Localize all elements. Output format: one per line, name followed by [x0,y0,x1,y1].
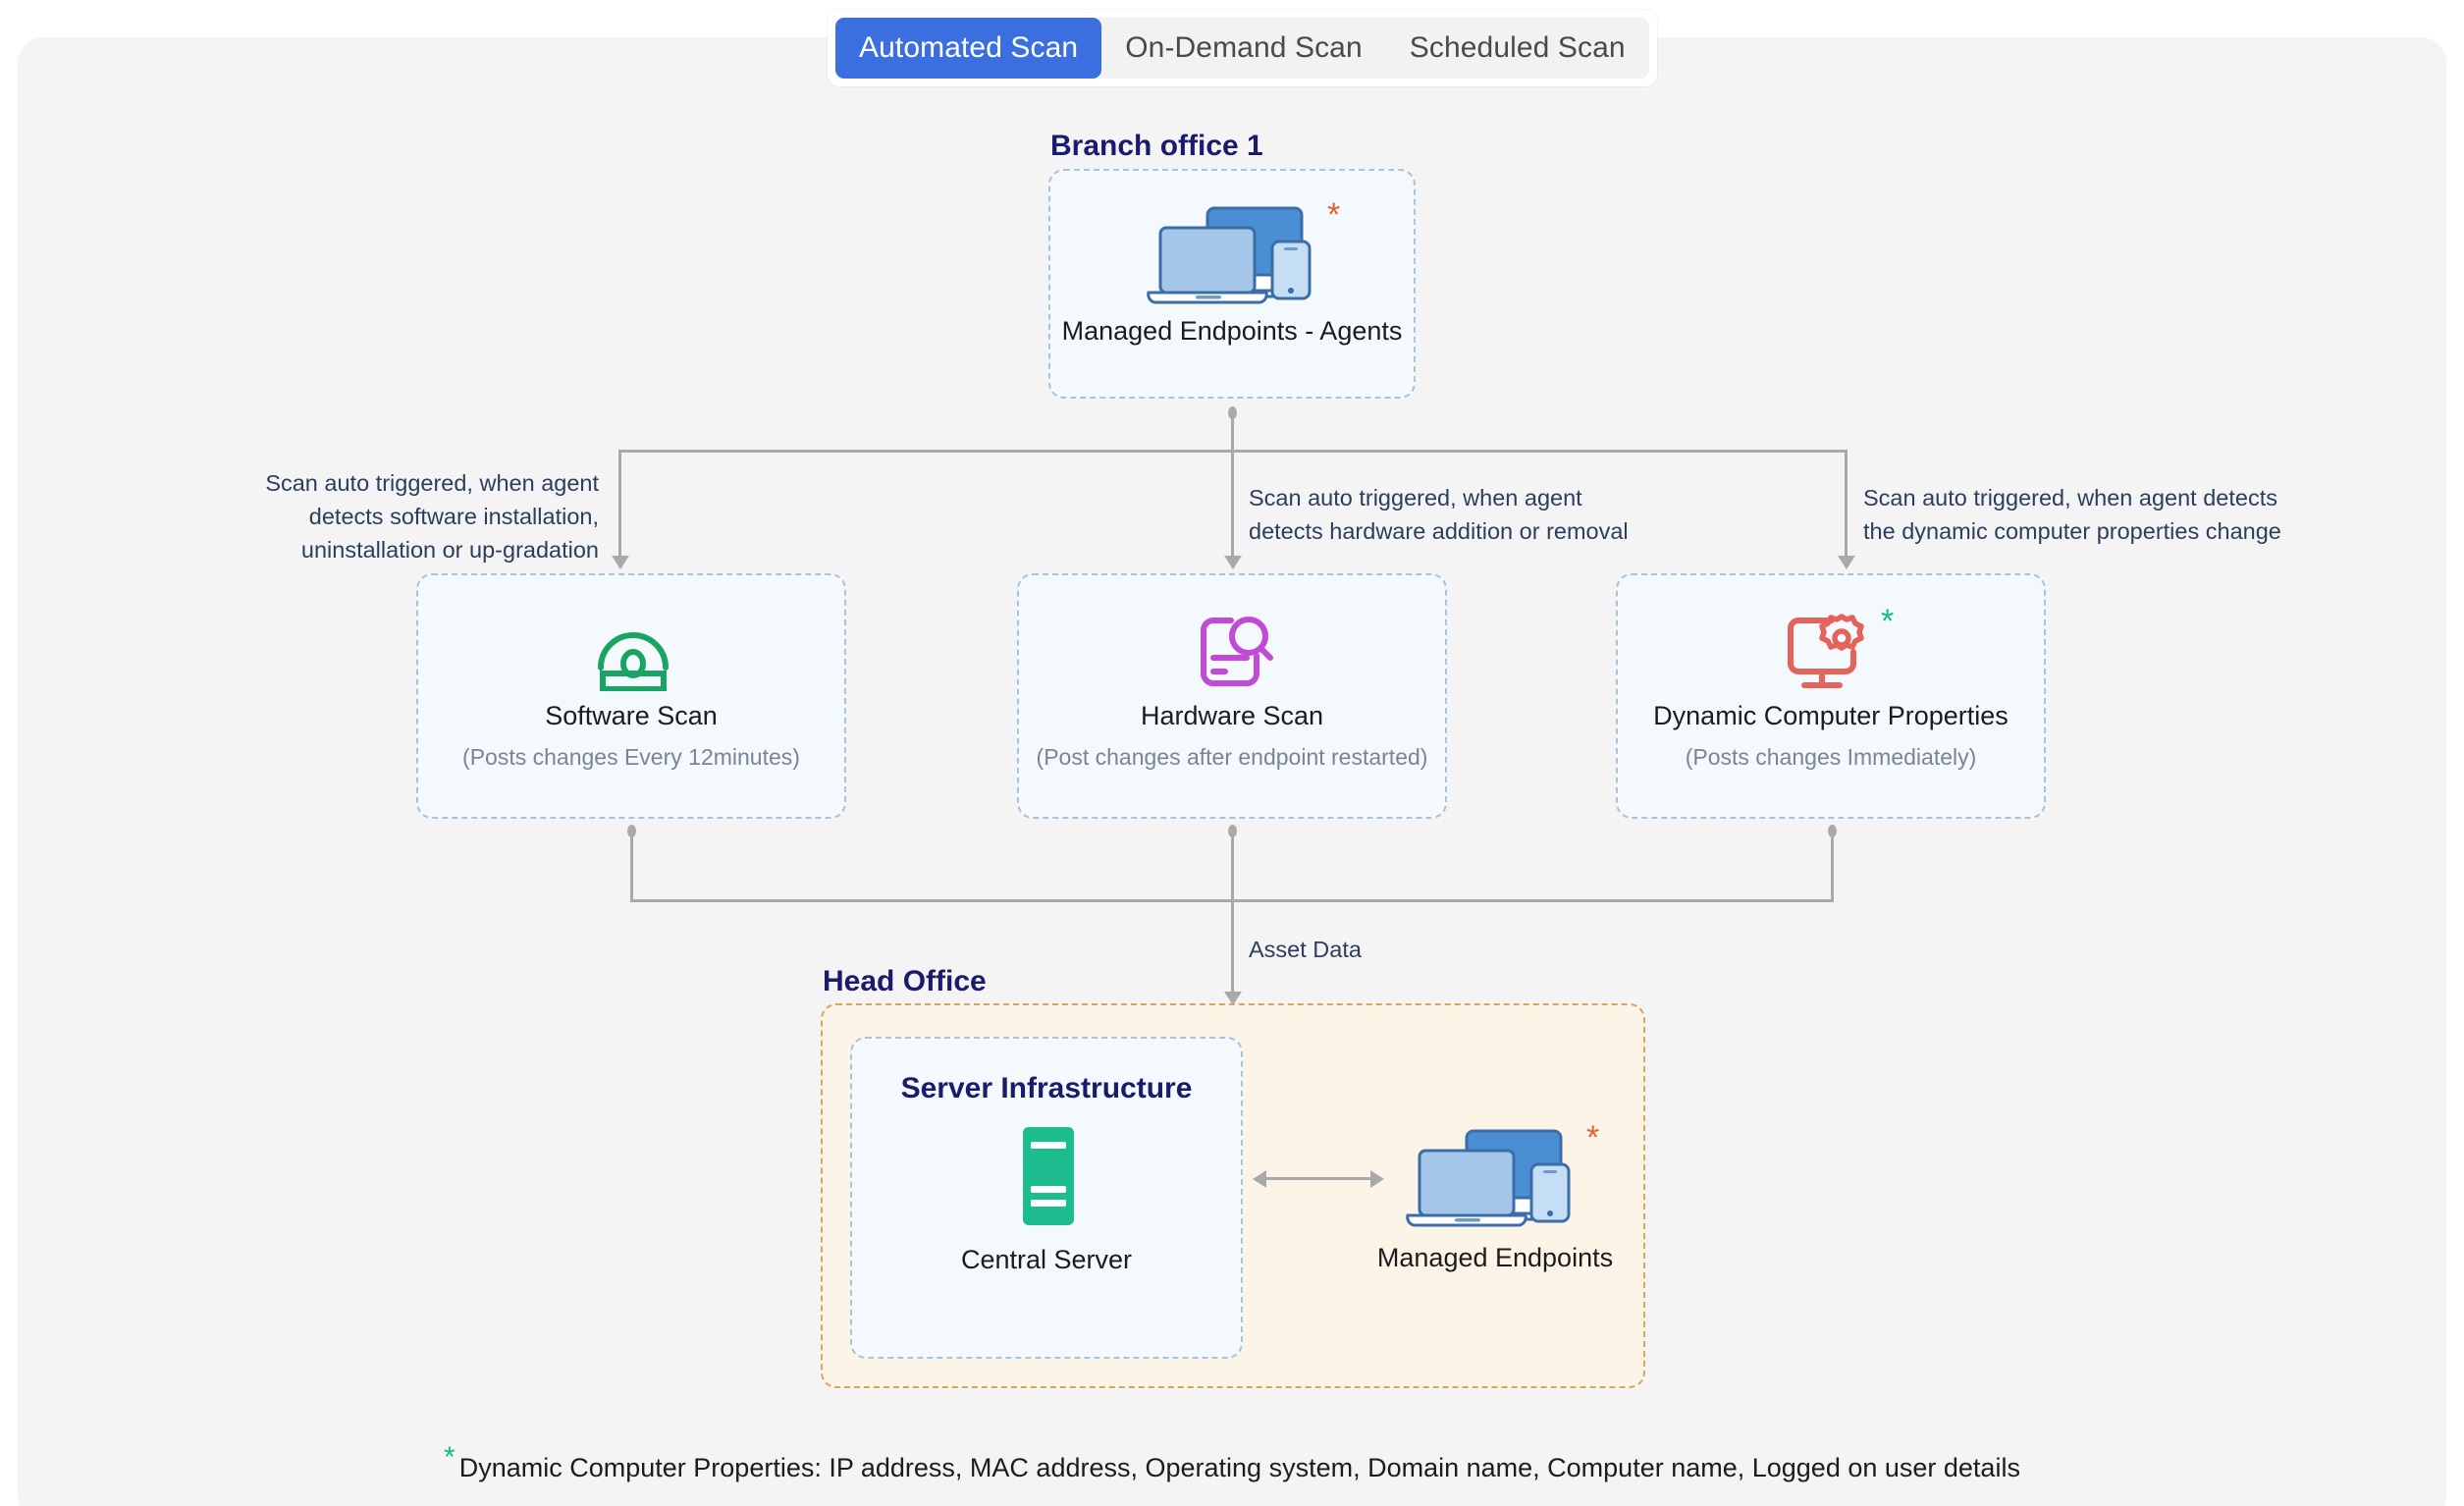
edge-label-software: Scan auto triggered, when agent detects … [265,470,599,564]
branch-office-title: Branch office 1 [1050,130,1263,162]
hardware-scan-box[interactable]: Hardware Scan (Post changes after endpoi… [1017,573,1447,819]
branch-endpoint-label: Managed Endpoints - Agents [1061,316,1403,346]
dynamic-properties-asterisk: * [1881,603,1895,640]
head-office-title: Head Office [823,965,987,997]
connector-left-drop [618,450,621,558]
tab-scheduled-scan[interactable]: Scheduled Scan [1409,31,1626,64]
server-tower-icon [1007,1125,1090,1227]
devices-cluster-icon [1406,1125,1580,1227]
arrowhead-hardware [1224,556,1242,569]
tab-automated-scan[interactable]: Automated Scan [835,18,1102,79]
connector-center-drop [1231,450,1234,558]
connector-dynamic-down [1831,829,1834,902]
devices-cluster-icon [1147,202,1321,304]
footnote-text: Dynamic Computer Properties: IP address,… [458,1453,2020,1482]
head-office-endpoint-asterisk: * [1586,1119,1600,1156]
software-scan-subtitle: (Posts changes Every 12minutes) [462,744,800,770]
software-scan-box[interactable]: Software Scan (Posts changes Every 12min… [416,573,846,819]
connector-right-drop [1845,450,1848,558]
head-office-endpoints-label: Managed Endpoints [1376,1243,1614,1272]
software-disc-icon [589,617,677,692]
arrowhead-left [1253,1170,1266,1188]
central-server-label: Central Server [960,1245,1133,1274]
hardware-magnifier-icon [1188,613,1282,695]
dynamic-properties-box[interactable]: * Dynamic Computer Properties (Posts cha… [1616,573,2046,819]
branch-endpoint-asterisk: * [1327,196,1341,234]
hardware-scan-subtitle: (Post changes after endpoint restarted) [1036,744,1428,770]
dynamic-properties-title: Dynamic Computer Properties [1653,701,2009,730]
connector-software-down [630,829,633,902]
edge-label-hardware: Scan auto triggered, when agent detects … [1249,485,1629,545]
tab-on-demand-scan[interactable]: On-Demand Scan [1125,31,1363,64]
hardware-scan-title: Hardware Scan [1140,701,1324,730]
arrowhead-software [612,556,629,569]
edge-label-asset-data: Asset Data [1249,937,1362,962]
arrowhead-asset-data [1224,992,1242,1005]
scan-mode-tabbar: Automated Scan On-Demand Scan Scheduled … [828,10,1657,86]
tab-group: Automated Scan On-Demand Scan Scheduled … [835,18,1649,79]
arrowhead-right [1370,1170,1384,1188]
footnote: *Dynamic Computer Properties: IP address… [0,1441,2464,1483]
footnote-asterisk: * [444,1441,455,1474]
edge-label-dynamic: Scan auto triggered, when agent detects … [1863,485,2281,545]
connector-asset-data-down [1231,829,1234,994]
server-infrastructure-box: Server Infrastructure Central Server [850,1037,1243,1359]
dynamic-properties-subtitle: (Posts changes Immediately) [1685,744,1977,770]
monitor-gear-icon [1781,613,1887,695]
branch-office-box: * Managed Endpoints - Agents [1048,169,1416,399]
software-scan-title: Software Scan [545,701,718,730]
server-infrastructure-title: Server Infrastructure [900,1072,1193,1104]
head-office-box: Server Infrastructure Central Server [821,1003,1645,1388]
arrowhead-dynamic [1838,556,1855,569]
connector-server-endpoints [1262,1177,1372,1180]
